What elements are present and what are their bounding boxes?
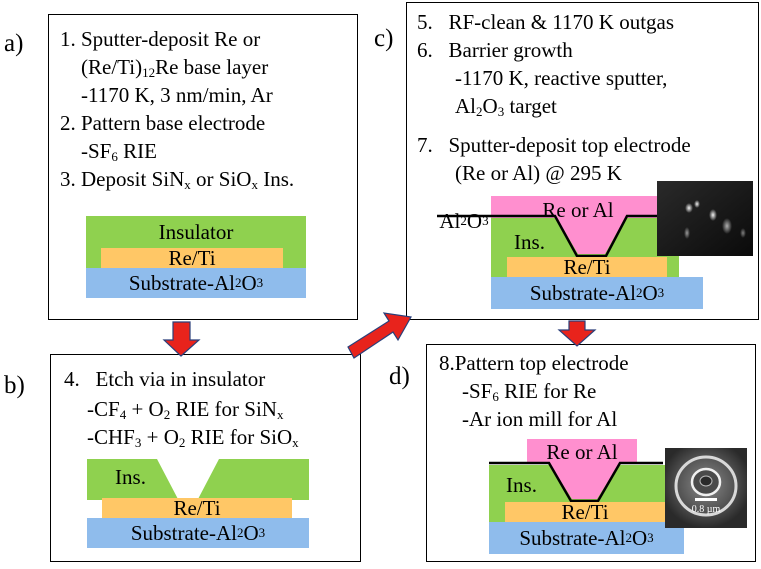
re-ti-layer: Re/Ti [102, 497, 292, 518]
ins-label: Ins. [115, 464, 146, 489]
panel-d-label: d) [389, 363, 410, 390]
ins-label: Ins. [514, 229, 545, 254]
ins-label: Ins. [506, 472, 537, 497]
step-1-line-1: 1. Sputter-deposit Re or [60, 27, 261, 51]
step-7-sub: (Re or Al) @ 295 K [455, 161, 622, 185]
al2o3-barrier-line [437, 214, 659, 258]
step-6-line: 6. Barrier growth [417, 38, 573, 62]
panel-c-label: c) [374, 25, 394, 52]
scale-bar-label: 0.8 µm [692, 504, 721, 515]
top-metal-layer [527, 439, 637, 499]
top-metal-label: Re or Al [546, 439, 618, 464]
step-6-sub-2: Al2O3 target [455, 94, 557, 119]
top-metal-layer [491, 196, 683, 254]
al2o3-barrier-line [489, 461, 663, 503]
step-7-line: 7. Sputter-deposit top electrode [417, 133, 691, 157]
rheed-pattern-image [657, 181, 753, 256]
step-5-line: 5. RF-clean & 1170 K outgas [417, 10, 675, 34]
re-ti-layer: Re/Ti [507, 256, 667, 277]
step-3-line: 3. Deposit SiNx or SiOx Ins. [60, 167, 295, 192]
step-8-sub-1: -SF6 RIE for Re [462, 379, 597, 404]
step-2-sub: -SF6 RIE [81, 139, 157, 164]
etch-cf4-line: -CF4 + O2 RIE for SiNx [87, 397, 284, 422]
step-1-line-3: -1170 K, 3 nm/min, Ar [81, 83, 273, 107]
etch-chf3-line: -CHF3 + O2 RIE for SiOx [87, 425, 299, 450]
re-ti-layer: Re/Ti [505, 501, 665, 522]
arrow-a-to-b [162, 321, 201, 357]
re-ti-layer: Re/Ti [101, 247, 283, 268]
step-6-sub-1: -1170 K, reactive sputter, [455, 66, 668, 90]
panel-b-stack [87, 459, 309, 501]
panel-a: 1. Sputter-deposit Re or (Re/Ti)12Re bas… [48, 14, 358, 320]
panel-b: 4. Etch via in insulator -CF4 + O2 RIE f… [50, 354, 361, 562]
step-8-sub-2: -Ar ion mill for Al [462, 407, 618, 431]
panel-b-label: b) [4, 372, 25, 399]
arrow-c-to-d [557, 320, 597, 347]
step-8-line: 8.Pattern top electrode [439, 351, 629, 375]
insulator-with-via [87, 459, 309, 501]
scale-bar [695, 498, 717, 501]
step-2-line: 2. Pattern base electrode [60, 111, 266, 135]
step-1-line-2: (Re/Ti)12Re base layer [81, 55, 269, 80]
panel-d: 8.Pattern top electrode -SF6 RIE for Re … [426, 344, 756, 562]
sem-micrograph-image: 0.8 µm [665, 448, 747, 528]
panel-a-label: a) [4, 30, 24, 57]
step-4-line: 4. Etch via in insulator [64, 367, 266, 391]
top-metal-label: Re or Al [542, 197, 614, 222]
panel-c: 5. RF-clean & 1170 K outgas 6. Barrier g… [406, 2, 759, 320]
